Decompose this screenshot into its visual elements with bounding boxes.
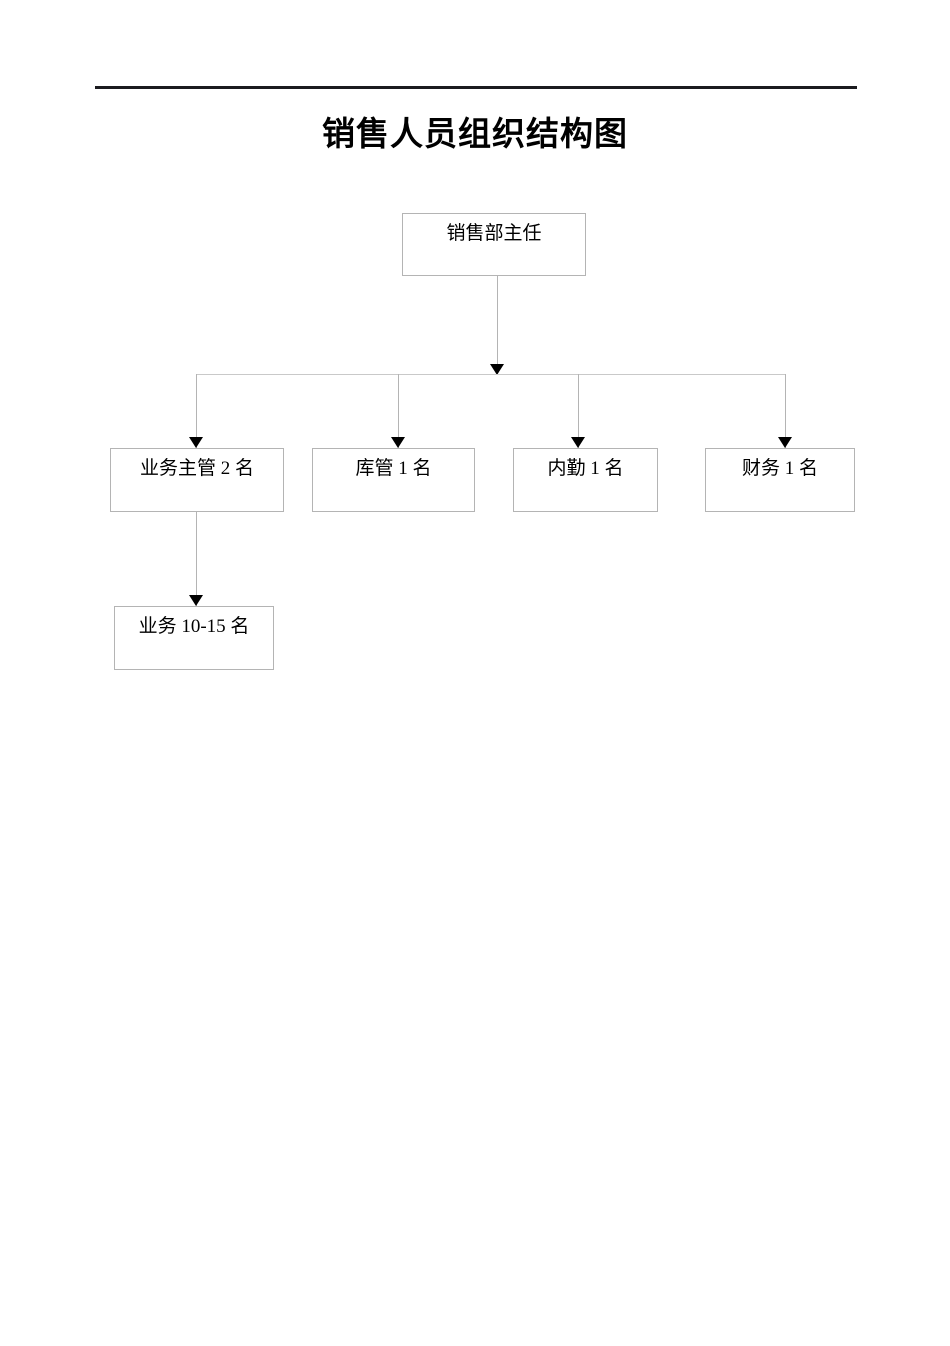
arrowhead-bus-to-sales-supervisor (189, 437, 203, 448)
org-node-warehouse-label: 库管 1 名 (355, 458, 432, 479)
connector-bus-to-finance (785, 374, 786, 448)
org-node-director-label: 销售部主任 (446, 223, 542, 244)
connector-director-to-bus (497, 276, 498, 375)
org-node-warehouse[interactable]: 库管 1 名 (312, 448, 475, 512)
org-node-sales-supervisor-label: 业务主管 2 名 (139, 458, 254, 479)
org-node-sales-staff[interactable]: 业务 10-15 名 (114, 606, 274, 670)
arrowhead-director-to-bus (490, 364, 504, 375)
connector-horizontal-bus (196, 374, 785, 375)
org-node-director[interactable]: 销售部主任 (402, 213, 586, 276)
arrowhead-bus-to-warehouse (391, 437, 405, 448)
org-node-sales-supervisor[interactable]: 业务主管 2 名 (110, 448, 284, 512)
title-divider-rule (95, 86, 857, 89)
arrowhead-sales-supervisor-to-sales-staff (189, 595, 203, 606)
connector-bus-to-warehouse (398, 374, 399, 448)
org-node-finance[interactable]: 财务 1 名 (705, 448, 855, 512)
connector-bus-to-sales-supervisor (196, 374, 197, 448)
arrowhead-bus-to-finance (778, 437, 792, 448)
arrowhead-bus-to-office-clerk (571, 437, 585, 448)
org-node-office-clerk-label: 内勤 1 名 (547, 458, 624, 479)
connector-bus-to-office-clerk (578, 374, 579, 448)
org-node-sales-staff-label: 业务 10-15 名 (138, 616, 250, 637)
org-node-office-clerk[interactable]: 内勤 1 名 (513, 448, 658, 512)
org-node-finance-label: 财务 1 名 (741, 458, 818, 479)
page-title: 销售人员组织结构图 (322, 117, 628, 153)
connector-sales-supervisor-to-sales-staff (196, 512, 197, 606)
